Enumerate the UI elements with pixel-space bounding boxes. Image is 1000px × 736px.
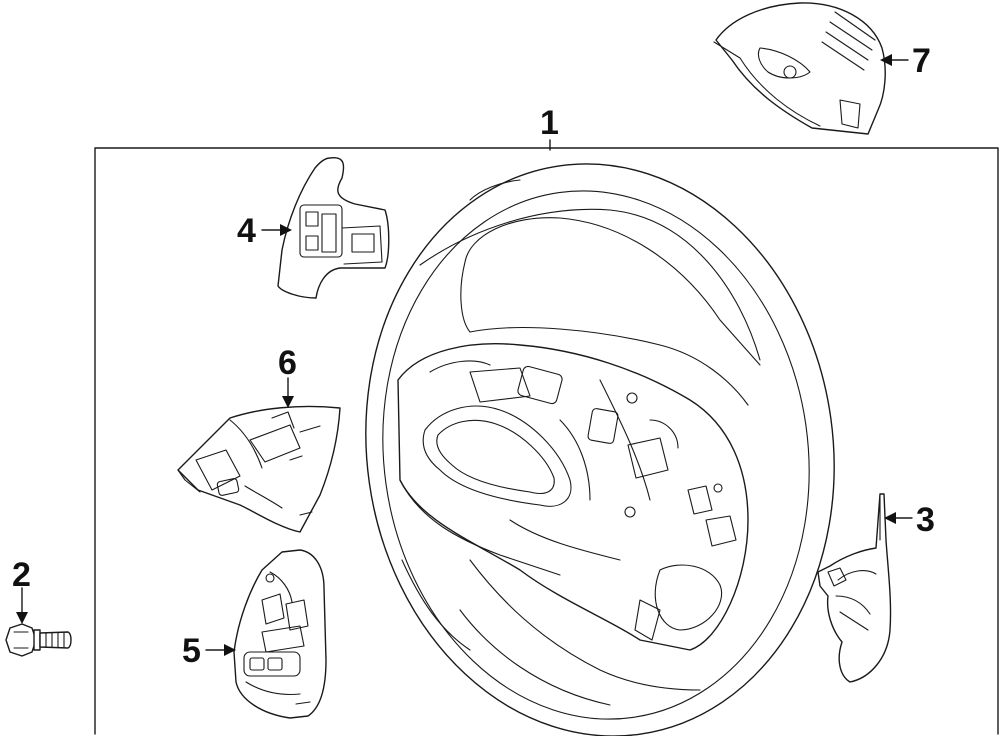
paddle-shifter-left-icon: [277, 157, 390, 299]
callout-6: 6: [278, 344, 297, 382]
paddle-shifter-right-icon: [817, 493, 892, 683]
switch-panel-left-lower-icon: [233, 549, 327, 719]
callout-7: 7: [912, 42, 931, 80]
arrowhead-4: [280, 224, 292, 236]
switch-panel-left-upper-icon: [177, 405, 341, 533]
assembly-frame: [94, 147, 999, 735]
arrowhead-2: [16, 612, 28, 624]
arrowhead-3: [884, 512, 896, 524]
callout-5: 5: [182, 632, 201, 670]
callout-1: 1: [540, 104, 559, 142]
bolt-icon: [5, 623, 72, 657]
callout-2: 2: [12, 556, 31, 594]
callout-3: 3: [916, 501, 935, 539]
arrowhead-6: [282, 396, 294, 408]
arrowhead-5: [224, 644, 236, 656]
airbag-module-cover-icon: [713, 2, 886, 135]
steering-wheel-icon: [365, 163, 835, 736]
callout-4: 4: [237, 212, 256, 250]
arrowhead-7: [880, 54, 892, 66]
